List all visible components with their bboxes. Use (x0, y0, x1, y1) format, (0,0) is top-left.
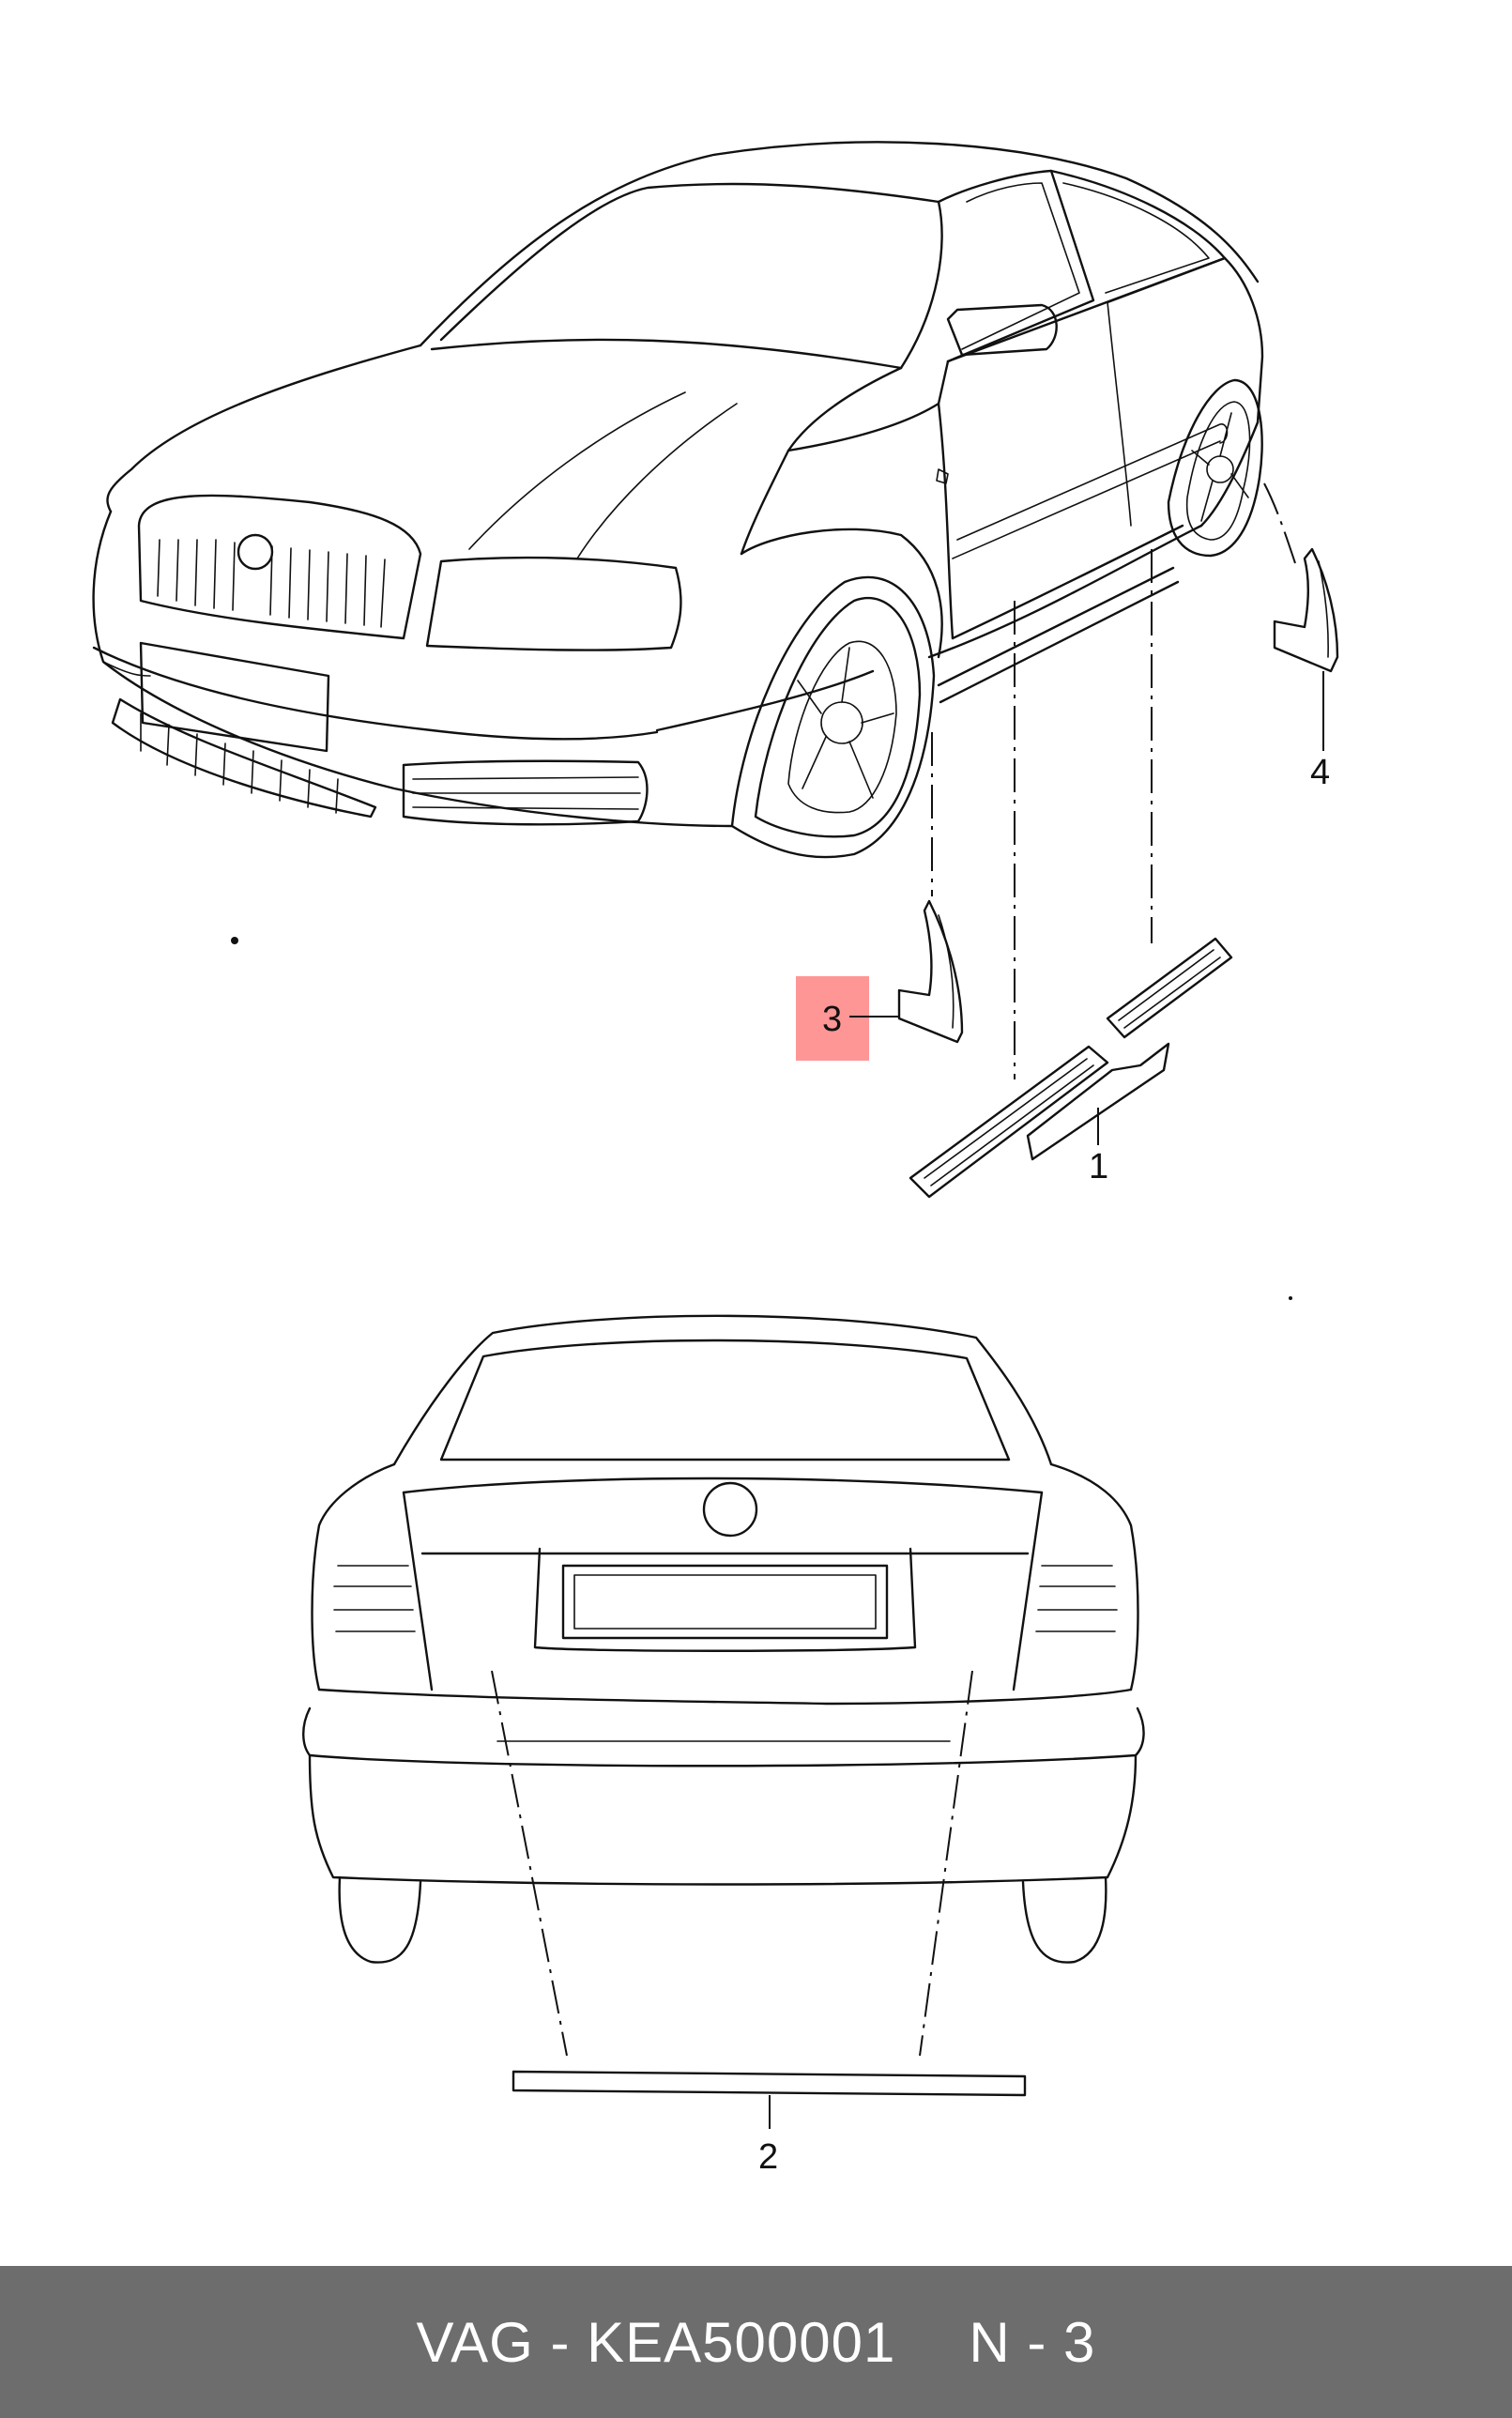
callout-3: 3 (822, 1000, 842, 1039)
callout-2: 2 (758, 2137, 778, 2177)
callouts: 3 4 1 2 (758, 753, 1330, 2177)
part-number: VAG - KEA500001 (416, 2310, 896, 2374)
car-front-view (92, 141, 1264, 859)
page-number: N - 3 (969, 2310, 1096, 2374)
callout-1: 1 (1089, 1147, 1108, 1186)
rear-leader-lines (491, 1296, 1292, 2057)
callout-3-highlight (796, 976, 869, 1061)
front-leader-lines (231, 482, 1296, 1079)
speck (231, 937, 238, 944)
callout-4: 4 (1310, 753, 1330, 792)
car-rear-view (302, 1314, 1145, 1964)
mud-flap-rear (1273, 547, 1339, 751)
mud-flap-front (897, 899, 964, 1044)
footer-bar: VAG - KEA500001 N - 3 (0, 2266, 1512, 2418)
rear-bumper-strip (512, 2070, 1027, 2129)
parts-diagram: 3 4 1 2 (92, 141, 1339, 2177)
sill-plates (909, 937, 1233, 1199)
